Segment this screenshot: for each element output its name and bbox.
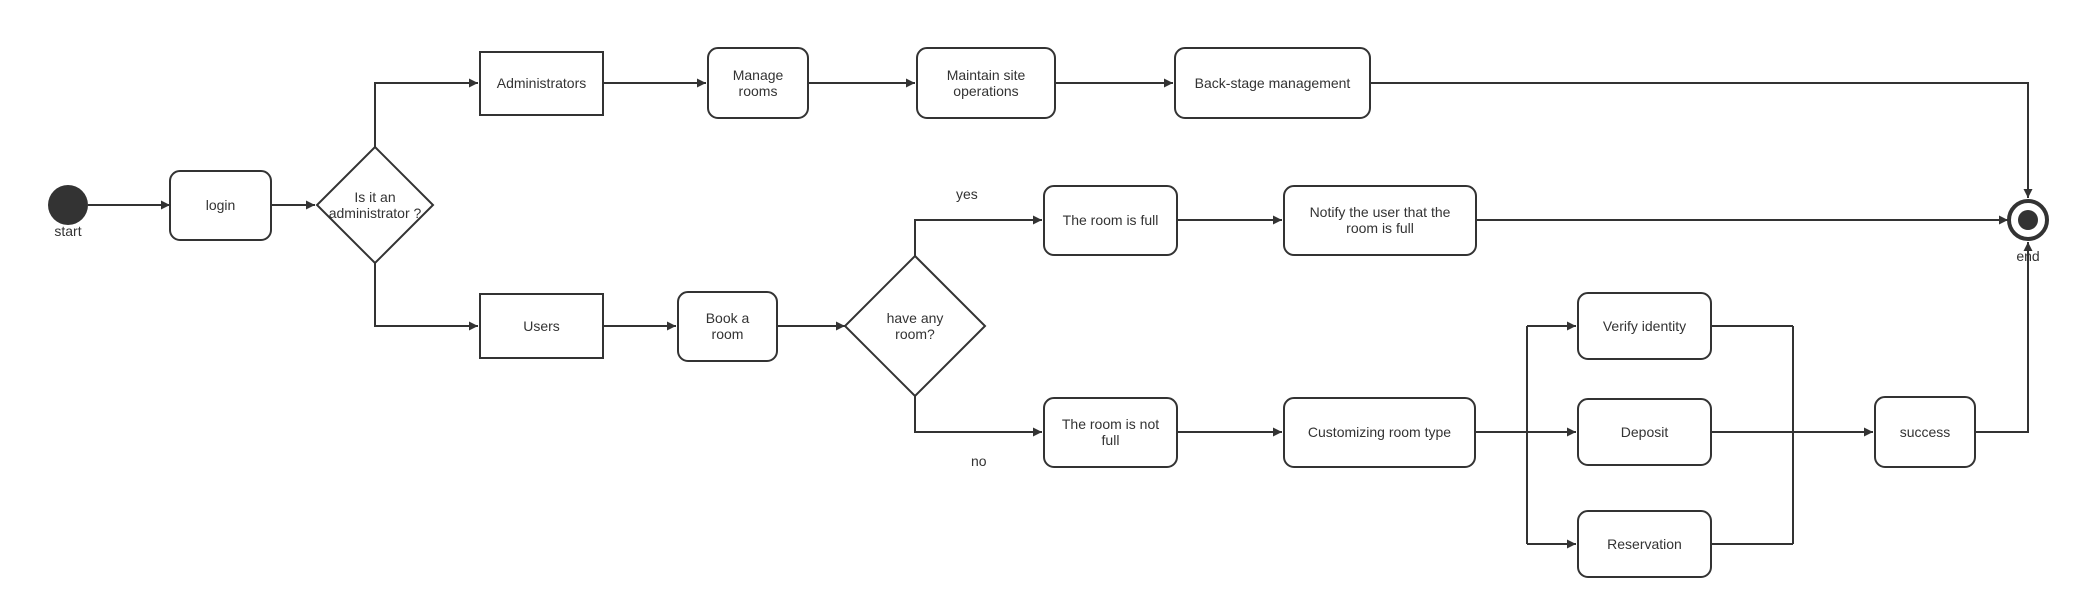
edge-decision-administrators <box>374 78 478 147</box>
node-login-label: login <box>206 197 236 213</box>
node-room-full-label: The room is full <box>1063 212 1159 228</box>
node-reservation: Reservation <box>1577 510 1712 578</box>
edges <box>88 78 2033 549</box>
node-customizing: Customizing room type <box>1283 397 1476 468</box>
node-success: success <box>1874 396 1976 468</box>
node-users: Users <box>479 293 604 359</box>
end-label: end <box>2016 248 2039 264</box>
node-success-label: success <box>1900 424 1951 440</box>
start-node <box>48 185 88 225</box>
node-deposit: Deposit <box>1577 398 1712 466</box>
node-verify-identity-label: Verify identity <box>1603 318 1686 334</box>
node-verify-identity: Verify identity <box>1577 292 1712 360</box>
node-users-label: Users <box>523 318 560 334</box>
node-backstage-label: Back-stage management <box>1195 75 1351 91</box>
node-administrators-label: Administrators <box>497 75 586 91</box>
edge-decision-room-full <box>914 215 1042 256</box>
node-deposit-label: Deposit <box>1621 424 1669 440</box>
edge-decision-users <box>374 263 478 331</box>
end-node <box>2007 199 2049 241</box>
node-room-full: The room is full <box>1043 185 1178 256</box>
edge-success-end <box>1975 242 2033 433</box>
start-label: start <box>54 223 81 239</box>
node-customizing-label: Customizing room type <box>1308 424 1451 440</box>
node-backstage: Back-stage management <box>1174 47 1371 119</box>
node-login: login <box>169 170 272 241</box>
edge-label-no: no <box>971 453 987 469</box>
node-administrators: Administrators <box>479 51 604 116</box>
edge-decision-room-not-full <box>914 396 1042 437</box>
edge-backstage-end <box>1370 82 2033 198</box>
edge-label-yes: yes <box>956 186 978 202</box>
node-reservation-label: Reservation <box>1607 536 1682 552</box>
